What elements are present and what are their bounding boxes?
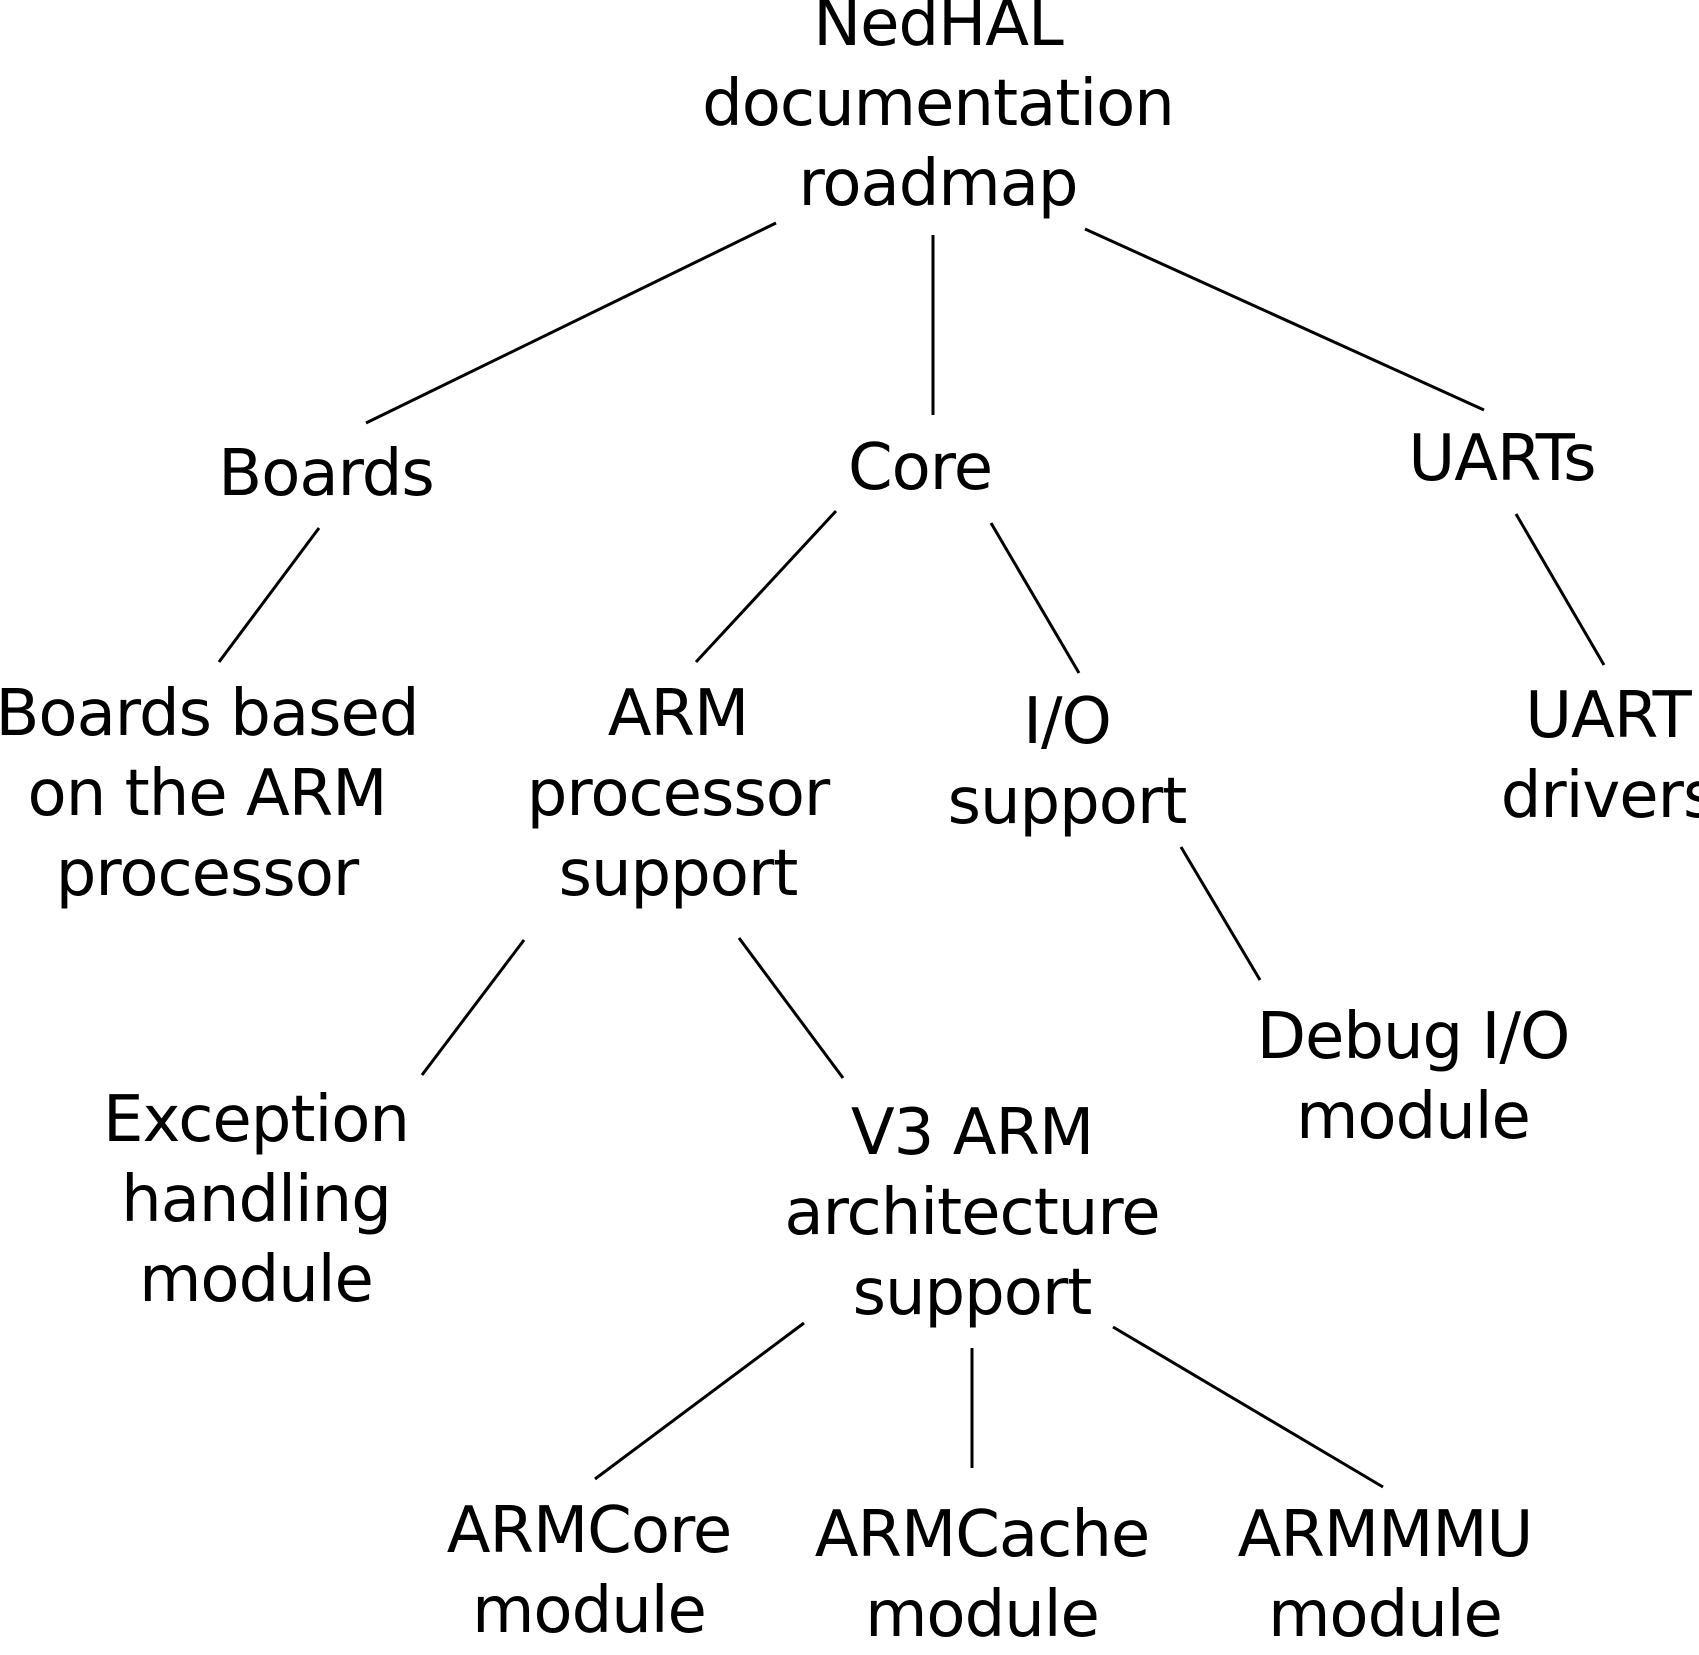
node-armcache-line-2: module bbox=[865, 1578, 1100, 1652]
edge-boards-boards-arm bbox=[217, 527, 321, 663]
node-boards-arm: Boards based on the ARM processor bbox=[0, 674, 419, 914]
node-core: Core bbox=[847, 428, 993, 508]
node-debug-io: Debug I/O module bbox=[1256, 997, 1571, 1157]
edge-v3-armmmu bbox=[1112, 1325, 1384, 1489]
edge-core-io-support bbox=[989, 522, 1081, 674]
edge-arm-support-v3 bbox=[737, 937, 845, 1079]
node-exception-module-line-3: module bbox=[139, 1243, 374, 1317]
node-io-support-line-1: I/O bbox=[1023, 685, 1112, 759]
node-v3-arm: V3 ARM architecture support bbox=[784, 1093, 1160, 1333]
node-uarts-line-1: UARTs bbox=[1408, 422, 1596, 496]
node-v3-arm-line-2: architecture bbox=[784, 1176, 1160, 1250]
node-nedhal-roadmap-line-3: roadmap bbox=[798, 147, 1078, 221]
node-armcore-line-1: ARMCore bbox=[446, 1494, 733, 1568]
node-io-support-line-2: support bbox=[947, 765, 1188, 839]
node-armmmu: ARMMMU module bbox=[1237, 1495, 1534, 1655]
node-debug-io-line-2: module bbox=[1296, 1080, 1531, 1154]
node-arm-support-line-2: processor bbox=[526, 757, 830, 831]
node-uart-drivers: UART drivers bbox=[1501, 676, 1699, 836]
node-armmmu-line-1: ARMMMU bbox=[1237, 1498, 1534, 1572]
edge-root-boards bbox=[365, 221, 777, 425]
node-nedhal-roadmap-line-1: NedHAL bbox=[813, 0, 1063, 61]
node-exception-module-line-1: Exception bbox=[103, 1083, 410, 1157]
node-debug-io-line-1: Debug I/O bbox=[1256, 1000, 1571, 1074]
node-boards: Boards bbox=[218, 434, 434, 514]
node-uarts: UARTs bbox=[1408, 419, 1596, 499]
node-boards-line-1: Boards bbox=[218, 437, 434, 511]
node-exception-module-line-2: handling bbox=[121, 1163, 392, 1237]
node-armcache: ARMCache module bbox=[815, 1495, 1150, 1655]
node-nedhal-roadmap: NedHAL documentation roadmap bbox=[702, 0, 1175, 224]
edge-v3-armcore bbox=[594, 1321, 805, 1481]
node-boards-arm-line-2: on the ARM bbox=[27, 757, 388, 831]
node-boards-arm-line-3: processor bbox=[55, 837, 359, 911]
edge-arm-support-exception bbox=[420, 939, 526, 1076]
node-arm-support-line-1: ARM bbox=[607, 677, 749, 751]
node-v3-arm-line-3: support bbox=[852, 1256, 1093, 1330]
node-armmmu-line-2: module bbox=[1268, 1578, 1503, 1652]
node-uart-drivers-line-1: UART bbox=[1525, 679, 1692, 753]
node-exception-module: Exception handling module bbox=[103, 1080, 410, 1320]
node-armcache-line-1: ARMCache bbox=[814, 1498, 1150, 1572]
node-boards-arm-line-1: Boards based bbox=[0, 677, 419, 751]
node-core-line-1: Core bbox=[847, 431, 993, 505]
node-arm-support-line-3: support bbox=[558, 837, 799, 911]
edge-core-arm-support bbox=[694, 509, 838, 664]
node-io-support: I/O support bbox=[947, 682, 1188, 842]
node-nedhal-roadmap-line-2: documentation bbox=[702, 67, 1175, 141]
node-uart-drivers-line-2: drivers bbox=[1500, 759, 1699, 833]
edge-root-uarts bbox=[1084, 227, 1485, 412]
node-arm-support: ARM processor support bbox=[526, 674, 830, 914]
node-armcore: ARMCore module bbox=[446, 1491, 733, 1651]
node-v3-arm-line-1: V3 ARM bbox=[850, 1096, 1094, 1170]
node-armcore-line-2: module bbox=[472, 1574, 707, 1648]
edge-uarts-uart-drivers bbox=[1514, 513, 1606, 666]
edge-io-support-debug-io bbox=[1179, 846, 1262, 981]
